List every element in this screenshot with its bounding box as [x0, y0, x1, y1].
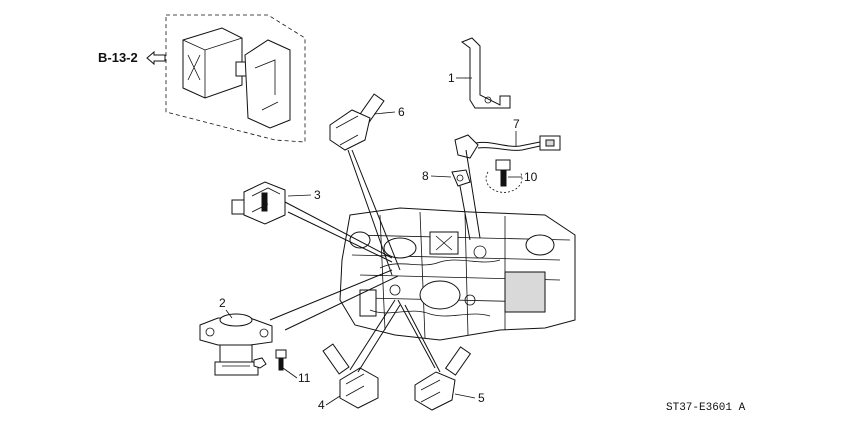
callout-7: 7	[513, 117, 520, 131]
callout-10: 10	[524, 170, 538, 184]
part-6-sensor	[329, 93, 385, 151]
callout-3: 3	[314, 188, 321, 202]
part-3-pressure-switch	[231, 181, 286, 225]
part-4-sender	[322, 343, 379, 409]
part-5-sender	[414, 346, 472, 411]
leader-lines	[269, 149, 481, 373]
callout-4: 4	[318, 398, 325, 412]
callout-5: 5	[478, 391, 485, 405]
callout-1: 1	[448, 71, 455, 85]
part-8-clamp	[451, 169, 471, 187]
callout-8: 8	[422, 169, 429, 183]
callout-11: 11	[298, 371, 311, 385]
callout-6: 6	[398, 105, 405, 119]
callout-2: 2	[219, 296, 226, 310]
ecu-group	[165, 14, 306, 143]
callouts: 1 2 3 4 5 6 7 8 10 11	[219, 71, 538, 412]
part-11-bolt	[253, 349, 287, 371]
drawing-code: ST37-E3601 A	[666, 402, 746, 414]
part-10-bolt	[485, 159, 523, 193]
part-2-map-sensor	[199, 313, 273, 376]
part-1-bracket	[460, 37, 511, 109]
reference-arrow: B-13-2	[98, 50, 166, 66]
part-7-sensor-harness	[454, 134, 561, 159]
reference-label: B-13-2	[98, 50, 138, 65]
